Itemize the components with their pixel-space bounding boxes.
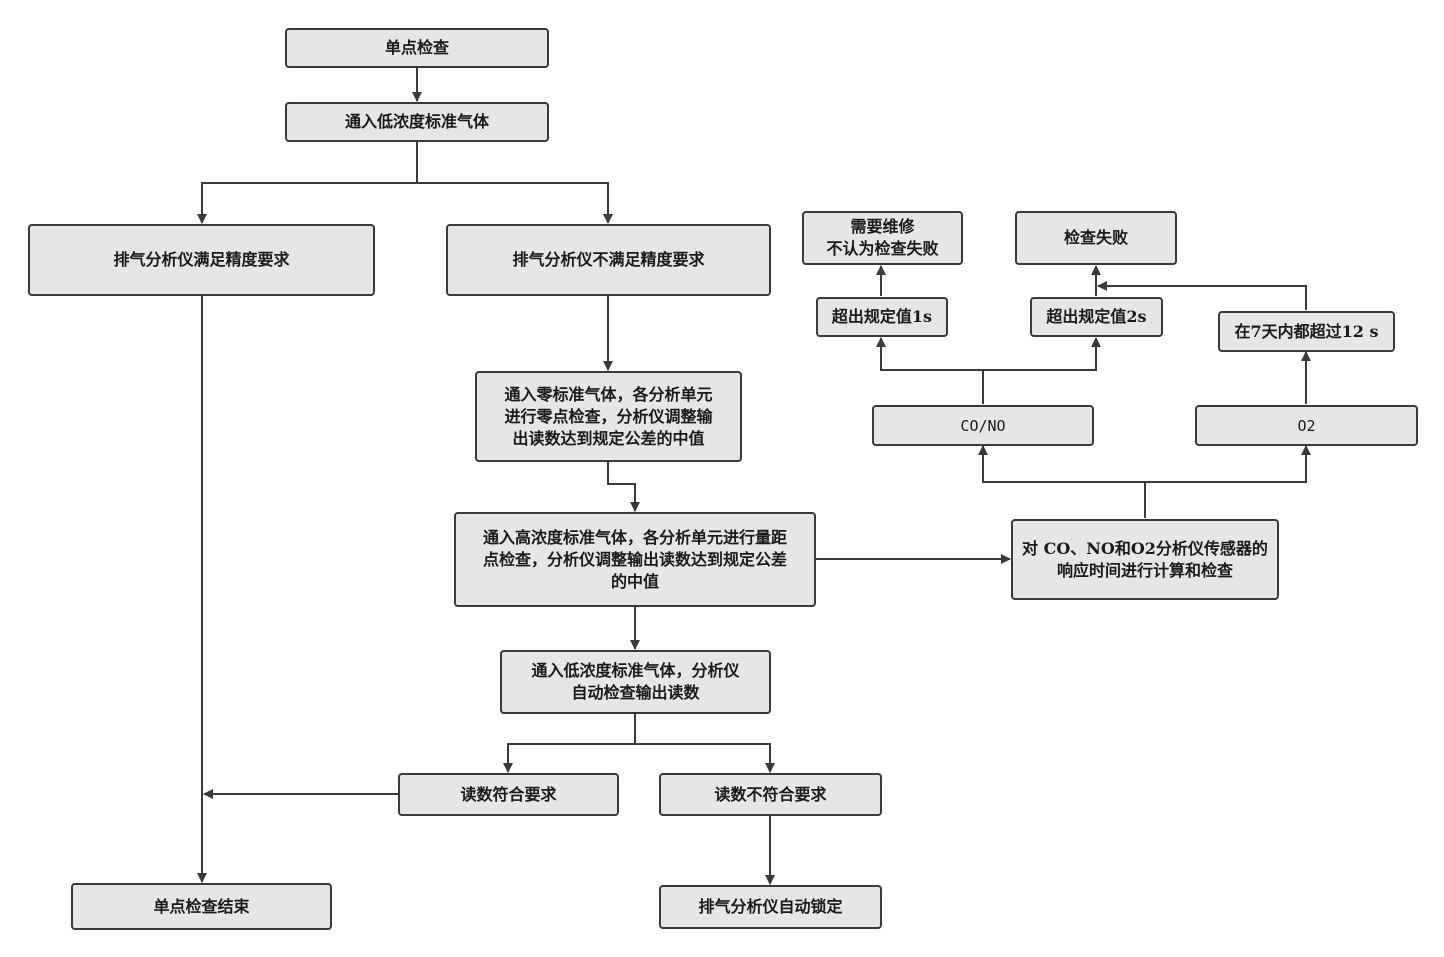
edge-lowgas-to-notmeets <box>417 182 613 224</box>
node-high-gas: 通入高浓度标准气体，各分析单元进行量距 点检查，分析仪调整输出读数达到规定公差 … <box>454 512 816 607</box>
node-low-gas-2: 通入低浓度标准气体，分析仪 自动检查输出读数 <box>500 650 771 714</box>
edge-response-to-o2 <box>1145 445 1311 483</box>
node-reading-ok: 读数符合要求 <box>398 773 619 816</box>
node-meets-precision: 排气分析仪满足精度要求 <box>28 224 375 296</box>
node-low-gas-1: 通入低浓度标准气体 <box>285 102 549 142</box>
edge-cono-to-2s <box>983 337 1101 371</box>
node-reading-not-ok: 读数不符合要求 <box>659 773 882 816</box>
edge-lowgas2-to-ok <box>503 714 636 773</box>
node-o2: O2 <box>1195 405 1418 446</box>
node-exceed-1s: 超出规定值1s <box>816 297 948 337</box>
edge-7days-to-fail <box>1097 281 1307 310</box>
node-exceed-2s: 超出规定值2s <box>1030 297 1163 337</box>
edge-zero-to-high <box>607 462 640 512</box>
node-zero-gas: 通入零标准气体，各分析单元 进行零点检查，分析仪调整输 出读数达到规定公差的中值 <box>475 371 742 462</box>
node-exceed-12s-7days: 在7天内都超过12 s <box>1218 311 1395 352</box>
node-response-time: 对 CO、NO和O2分析仪传感器的 响应时间进行计算和检查 <box>1011 519 1279 600</box>
node-need-repair: 需要维修 不认为检查失败 <box>802 211 963 265</box>
node-single-check: 单点检查 <box>285 28 549 68</box>
edge-response-to-cono <box>978 445 1146 518</box>
node-co-no: CO/NO <box>872 405 1094 446</box>
edge-lowgas-to-meets <box>197 142 418 224</box>
edge-lowgas2-to-notok <box>635 743 775 773</box>
node-single-check-end: 单点检查结束 <box>71 883 332 930</box>
node-not-meets-precision: 排气分析仪不满足精度要求 <box>446 224 771 296</box>
node-check-fail: 检查失败 <box>1015 211 1177 265</box>
node-auto-lock: 排气分析仪自动锁定 <box>659 885 882 929</box>
edge-cono-to-1s <box>876 337 984 404</box>
